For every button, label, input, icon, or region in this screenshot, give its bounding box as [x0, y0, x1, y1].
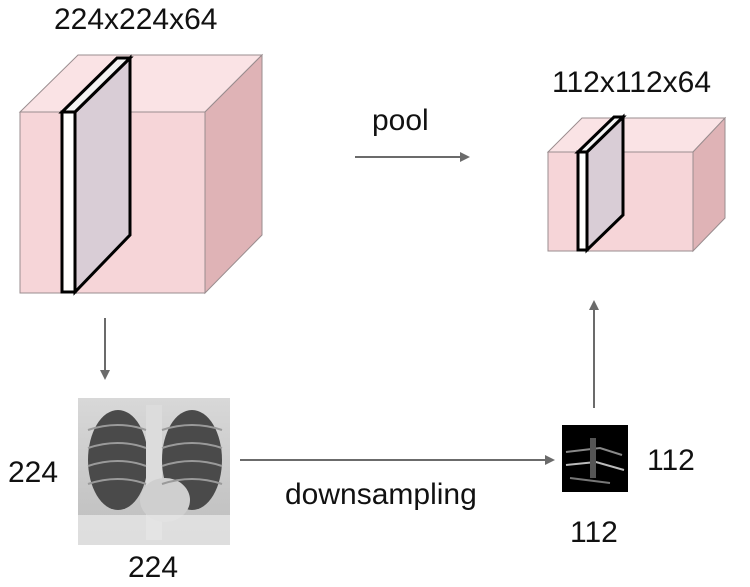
filter-slice [58, 54, 134, 296]
image-height-label: 224 [8, 456, 59, 489]
pooled-volume-cube [546, 113, 727, 254]
pooled-volume-label: 112x112x64 [552, 66, 712, 99]
pool-label: pool [372, 104, 429, 137]
input-volume-label: 224x224x64 [54, 3, 218, 36]
thumb-height-label: 112 [647, 444, 695, 477]
downsampled-thumbnail [562, 425, 628, 492]
small-filter-slice [574, 113, 627, 254]
downsampling-label: downsampling [285, 478, 477, 511]
input-volume-cube [18, 53, 264, 296]
chest-xray-image [78, 398, 230, 545]
image-width-label: 224 [128, 551, 179, 584]
thumb-width-label: 112 [570, 516, 618, 549]
